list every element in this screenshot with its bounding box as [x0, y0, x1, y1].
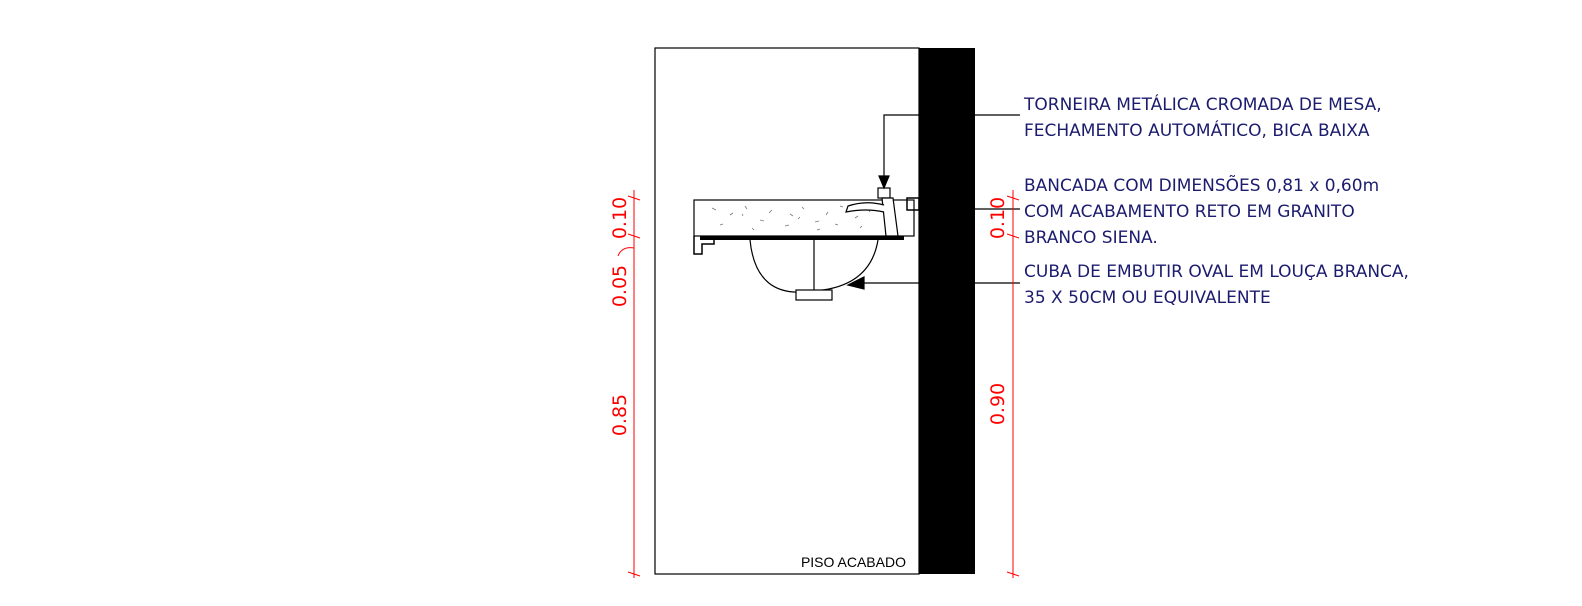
- note-basin-line2: 35 X 50CM OU EQUIVALENTE: [1024, 288, 1271, 308]
- note-faucet-line1: TORNEIRA METÁLICA CROMADA DE MESA,: [1023, 93, 1382, 115]
- note-faucet: TORNEIRA METÁLICA CROMADA DE MESA, FECHA…: [1023, 93, 1382, 141]
- right-dimension-chain: [1006, 190, 1020, 578]
- elevation-frame: [654, 47, 920, 575]
- dim-right-height: 0.90: [987, 383, 1009, 425]
- note-basin-line1: CUBA DE EMBUTIR OVAL EM LOUÇA BRANCA,: [1024, 262, 1409, 282]
- dim-left-height: 0.85: [609, 394, 631, 436]
- left-dimension-chain: [617, 190, 641, 578]
- note-countertop-line2: COM ACABAMENTO RETO EM GRANITO: [1024, 202, 1355, 222]
- note-countertop: BANCADA COM DIMENSÕES 0,81 x 0,60m COM A…: [1024, 174, 1379, 248]
- note-basin: CUBA DE EMBUTIR OVAL EM LOUÇA BRANCA, 35…: [1024, 262, 1409, 308]
- leader-faucet: [878, 114, 1020, 190]
- note-faucet-line2: FECHAMENTO AUTOMÁTICO, BICA BAIXA: [1024, 119, 1370, 141]
- dim-right-countertop: 0.10: [987, 197, 1009, 239]
- oval-basin: [700, 236, 904, 301]
- floor-label: PISO ACABADO: [801, 554, 906, 570]
- note-countertop-line3: BRANCO SIENA.: [1024, 228, 1158, 248]
- dim-left-countertop: 0.10: [609, 197, 631, 239]
- leader-basin: [846, 276, 1020, 290]
- note-countertop-line1: BANCADA COM DIMENSÕES 0,81 x 0,60m: [1024, 174, 1379, 196]
- dim-left-lip: 0.05: [609, 265, 631, 307]
- faucet: [845, 187, 899, 237]
- wall-section: [919, 48, 975, 574]
